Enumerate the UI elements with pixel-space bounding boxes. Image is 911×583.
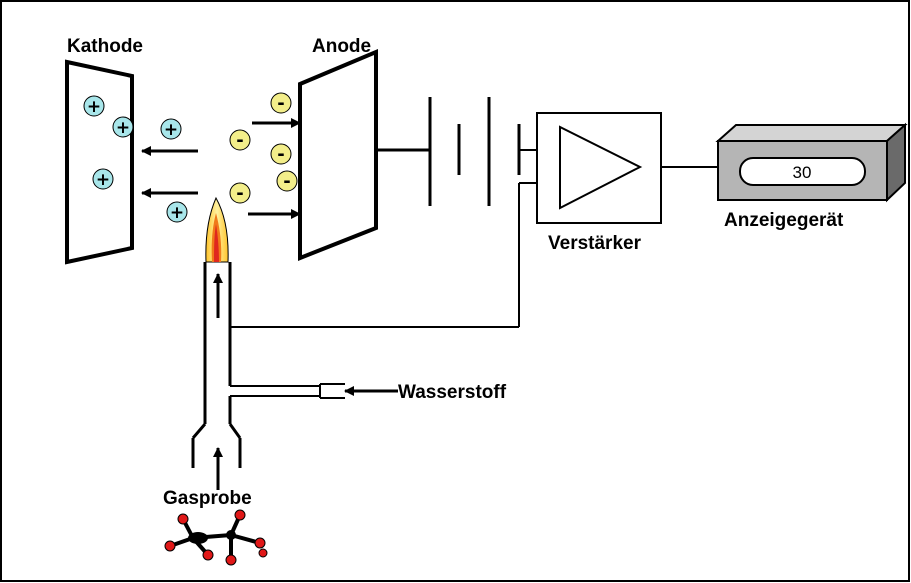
negative-ion-symbol: - bbox=[236, 183, 243, 204]
cathode-plate bbox=[65, 59, 134, 265]
negative-ion: - bbox=[229, 129, 251, 151]
display-screen bbox=[739, 157, 866, 186]
ion-movement-arrows bbox=[141, 118, 301, 219]
negative-ions: - - - - - bbox=[229, 92, 298, 204]
positive-ion-symbol: + bbox=[116, 118, 130, 138]
anode-label: Anode bbox=[312, 36, 371, 57]
positive-ion-symbol: + bbox=[96, 170, 110, 190]
flame bbox=[205, 196, 229, 263]
hydrogen-label: Wasserstoff bbox=[398, 382, 507, 403]
positive-ion: + bbox=[92, 168, 114, 190]
positive-ion-symbol: + bbox=[170, 203, 184, 223]
positive-ion-symbol: + bbox=[164, 120, 178, 140]
gas-sample-label: Gasprobe bbox=[163, 488, 252, 509]
amplifier-triangle bbox=[559, 125, 643, 210]
negative-ion-symbol: - bbox=[236, 130, 243, 151]
positive-ion: + bbox=[160, 118, 182, 140]
negative-ion: - bbox=[229, 182, 251, 204]
positive-ion: + bbox=[83, 95, 105, 117]
gas-molecule-icon bbox=[164, 509, 268, 566]
negative-ion-symbol: - bbox=[277, 144, 284, 165]
burner-tube bbox=[191, 262, 242, 468]
negative-ion-symbol: - bbox=[283, 171, 290, 192]
negative-ion: - bbox=[270, 143, 292, 165]
positive-ions: + + + + + bbox=[83, 95, 188, 223]
display-device-label: Anzeigegerät bbox=[724, 210, 844, 231]
negative-ion: - bbox=[270, 92, 292, 114]
negative-ion: - bbox=[276, 170, 298, 192]
positive-ion-symbol: + bbox=[87, 97, 101, 117]
hydrogen-inlet bbox=[230, 383, 345, 399]
positive-ion: + bbox=[166, 201, 188, 223]
display-value: 30 bbox=[793, 163, 812, 182]
amplifier-label: Verstärker bbox=[548, 233, 642, 254]
battery bbox=[428, 97, 521, 206]
positive-ion: + bbox=[112, 116, 134, 138]
display-device bbox=[715, 122, 908, 203]
anode-plate bbox=[298, 48, 378, 261]
cathode-label: Kathode bbox=[67, 36, 143, 57]
negative-ion-symbol: - bbox=[277, 93, 284, 114]
